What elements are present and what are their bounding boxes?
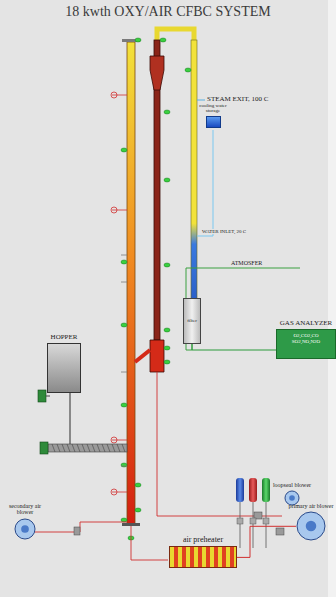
node-shape <box>47 343 81 393</box>
loopseal-blower: loopseal blower <box>270 482 314 506</box>
pipe-connector <box>237 526 296 557</box>
node-shape: filter <box>183 298 201 344</box>
node-heading: filter <box>187 318 197 323</box>
node-shape <box>169 546 237 568</box>
water-inlet-label: WATER INLET, 20 C <box>201 229 247 234</box>
node-shape <box>206 116 221 128</box>
secondary-air-blower: secondary air blower <box>2 503 48 540</box>
node-heading: loopseal blower <box>270 482 314 488</box>
diagram-title: 18 kwth OXY/AIR CFBC SYSTEM <box>0 4 336 20</box>
primary-air-blower: primary air blower <box>288 503 334 541</box>
blower-circle <box>14 518 36 540</box>
steam-exit-label: STEAM EXIT, 100 C <box>206 95 269 103</box>
node-heading: primary air blower <box>288 503 334 509</box>
atmosphere-label: ATMOSFER <box>230 260 263 266</box>
air-preheater: air preheater <box>166 536 240 568</box>
blower-circle <box>296 511 326 541</box>
node-body: O2,CO2,CO SO2,NO,N2O <box>279 333 333 344</box>
node-heading: cooling water storage <box>197 103 229 114</box>
node-shape: O2,CO2,CO SO2,NO,N2O <box>276 329 336 359</box>
water-tank: cooling water storage <box>197 103 229 128</box>
node-heading: GAS ANALYZER <box>276 320 336 327</box>
node-heading: HOPPER <box>43 334 85 341</box>
pipe-connector <box>192 344 276 350</box>
hopper: HOPPER <box>43 334 85 393</box>
gas-analyzer: GAS ANALYZER O2,CO2,CO SO2,NO,N2O <box>276 320 336 359</box>
node-shape <box>14 518 36 540</box>
node-heading: air preheater <box>166 536 240 544</box>
node-shape <box>296 511 326 541</box>
filter-box: filter <box>182 298 202 344</box>
node-heading: secondary air blower <box>2 503 48 516</box>
